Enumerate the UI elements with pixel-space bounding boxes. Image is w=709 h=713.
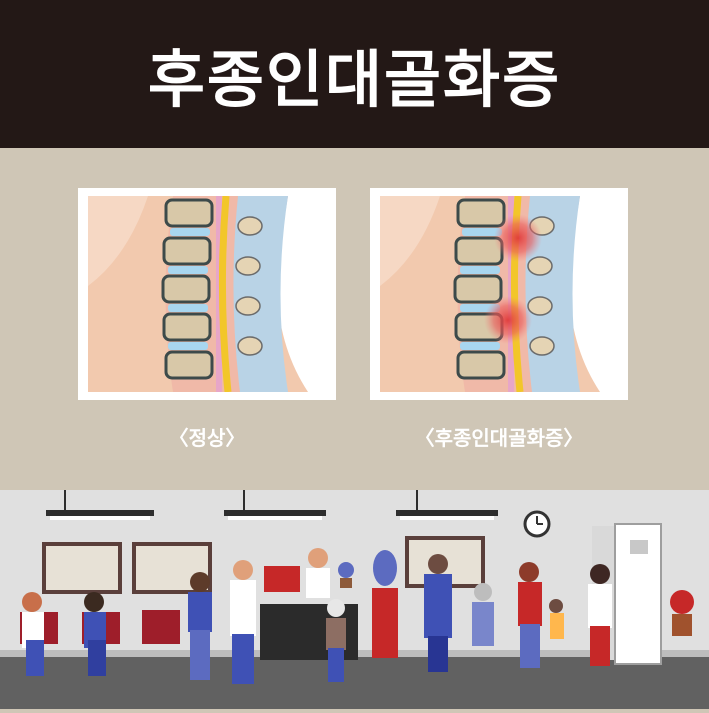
opll-spine-image	[380, 196, 618, 392]
normal-spine-image	[88, 196, 326, 392]
normal-spine-illustration	[78, 188, 336, 400]
normal-caption: 〈정상〉	[168, 426, 246, 450]
opll-caption: 〈후종인대골화증〉	[414, 426, 584, 450]
title-banner: 후종인대골화증	[0, 0, 709, 148]
ossification-highlight-lower	[484, 296, 532, 344]
ossification-highlight-upper	[494, 214, 542, 262]
hospital-lobby-illustration	[0, 490, 709, 709]
opll-spine-illustration	[370, 188, 628, 400]
lobby-scene	[0, 490, 709, 709]
page-title: 후종인대골화증	[147, 43, 562, 116]
